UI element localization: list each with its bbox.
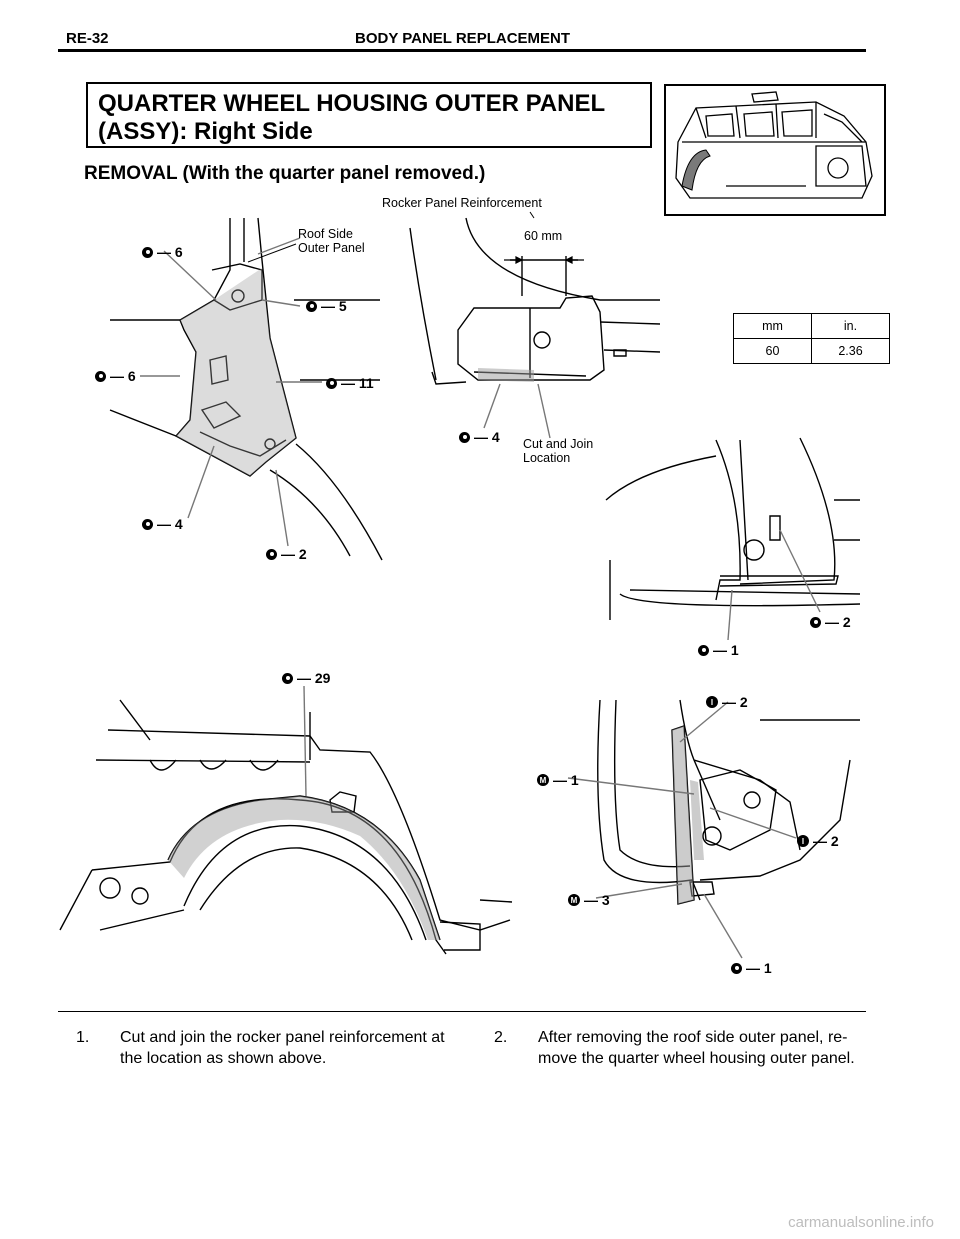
roof-side-outer-panel-label: Roof Side Outer Panel (298, 227, 365, 255)
step-number: 1. (76, 1029, 90, 1046)
weld-callout: M— 1 (537, 772, 579, 788)
quarter-inner-lower-figure (597, 699, 860, 905)
step-text: Cut and join the rocker panel reinforcem… (120, 1029, 445, 1067)
spot-weld-icon (459, 431, 470, 443)
quarter-lower-figure (605, 437, 861, 620)
spot-weld-icon (326, 377, 337, 389)
removal-subtitle: REMOVAL (With the quarter panel removed.… (84, 163, 486, 184)
weld-callout: — 6 (142, 244, 183, 260)
weld-callout: — 2 (266, 546, 307, 562)
weld-callout: — 6 (95, 368, 136, 384)
section-title-box: QUARTER WHEEL HOUSING OUTER PANEL (ASSY)… (86, 82, 652, 148)
section-title-line2: (ASSY): Right Side (98, 118, 313, 145)
steps-rule (58, 1011, 866, 1012)
page-code: RE-32 (66, 30, 109, 47)
dimension-label: 60 mm (524, 229, 563, 243)
roof-side-label-line1: Roof Side (298, 227, 353, 241)
step-2: 2. After removing the roof side outer pa… (494, 1027, 914, 1071)
weld-callout: — 4 (142, 516, 183, 532)
spot-weld-icon (282, 672, 293, 684)
weld-callout: I— 2 (706, 694, 748, 710)
m-weld-icon: M (568, 894, 580, 906)
step-text: After removing the roof side outer panel… (538, 1029, 855, 1067)
value-mm: 60 (733, 338, 812, 364)
step-number: 2. (494, 1029, 508, 1046)
weld-callout: — 1 (731, 960, 772, 976)
i-weld-icon: I (797, 835, 809, 847)
spot-weld-icon (306, 300, 317, 312)
weld-callout: — 2 (810, 614, 851, 630)
spot-weld-icon (731, 962, 742, 974)
vehicle-body-illustration (675, 91, 873, 199)
cut-join-label-line1: Cut and Join (523, 437, 594, 451)
watermark: carmanualsonline.info (788, 1214, 934, 1231)
weld-callout: — 29 (282, 670, 330, 686)
spot-weld-icon (698, 644, 709, 656)
rocker-panel-figure (409, 217, 661, 385)
cut-join-label-line2: Location (523, 451, 571, 465)
spot-weld-icon (810, 616, 821, 628)
weld-callout: — 4 (459, 429, 500, 445)
m-weld-icon: M (537, 774, 549, 786)
i-weld-icon: I (706, 696, 718, 708)
header-rule (58, 49, 866, 52)
wheel-housing-arch-figure (59, 699, 513, 955)
weld-callout: — 11 (326, 375, 374, 391)
conversion-table-row: 60 2.36 (733, 338, 890, 364)
spot-weld-icon (95, 370, 106, 382)
spot-weld-icon (266, 548, 277, 560)
conversion-table: mm in. 60 2.36 (733, 313, 890, 364)
spot-weld-icon (142, 246, 153, 258)
weld-callout: — 1 (698, 642, 739, 658)
weld-callout: M— 3 (568, 892, 610, 908)
value-in: 2.36 (811, 338, 890, 364)
header-in: in. (811, 313, 890, 339)
section-title-line1: QUARTER WHEEL HOUSING OUTER PANEL (98, 90, 606, 117)
weld-callout: — 5 (306, 298, 347, 314)
roof-side-outer-panel-figure (109, 217, 383, 561)
step-1: 1. Cut and join the rocker panel reinfor… (76, 1027, 486, 1071)
roof-side-label-line2: Outer Panel (298, 241, 365, 255)
page-header-title: BODY PANEL REPLACEMENT (355, 30, 571, 47)
cut-join-location-label: Cut and Join Location (523, 437, 593, 465)
conversion-table-header: mm in. (733, 313, 890, 339)
weld-callout: I— 2 (797, 833, 839, 849)
vehicle-thumbnail (664, 84, 886, 216)
header-mm: mm (733, 313, 812, 339)
rocker-panel-reinforcement-label: Rocker Panel Reinforcement (382, 196, 542, 210)
spot-weld-icon (142, 518, 153, 530)
